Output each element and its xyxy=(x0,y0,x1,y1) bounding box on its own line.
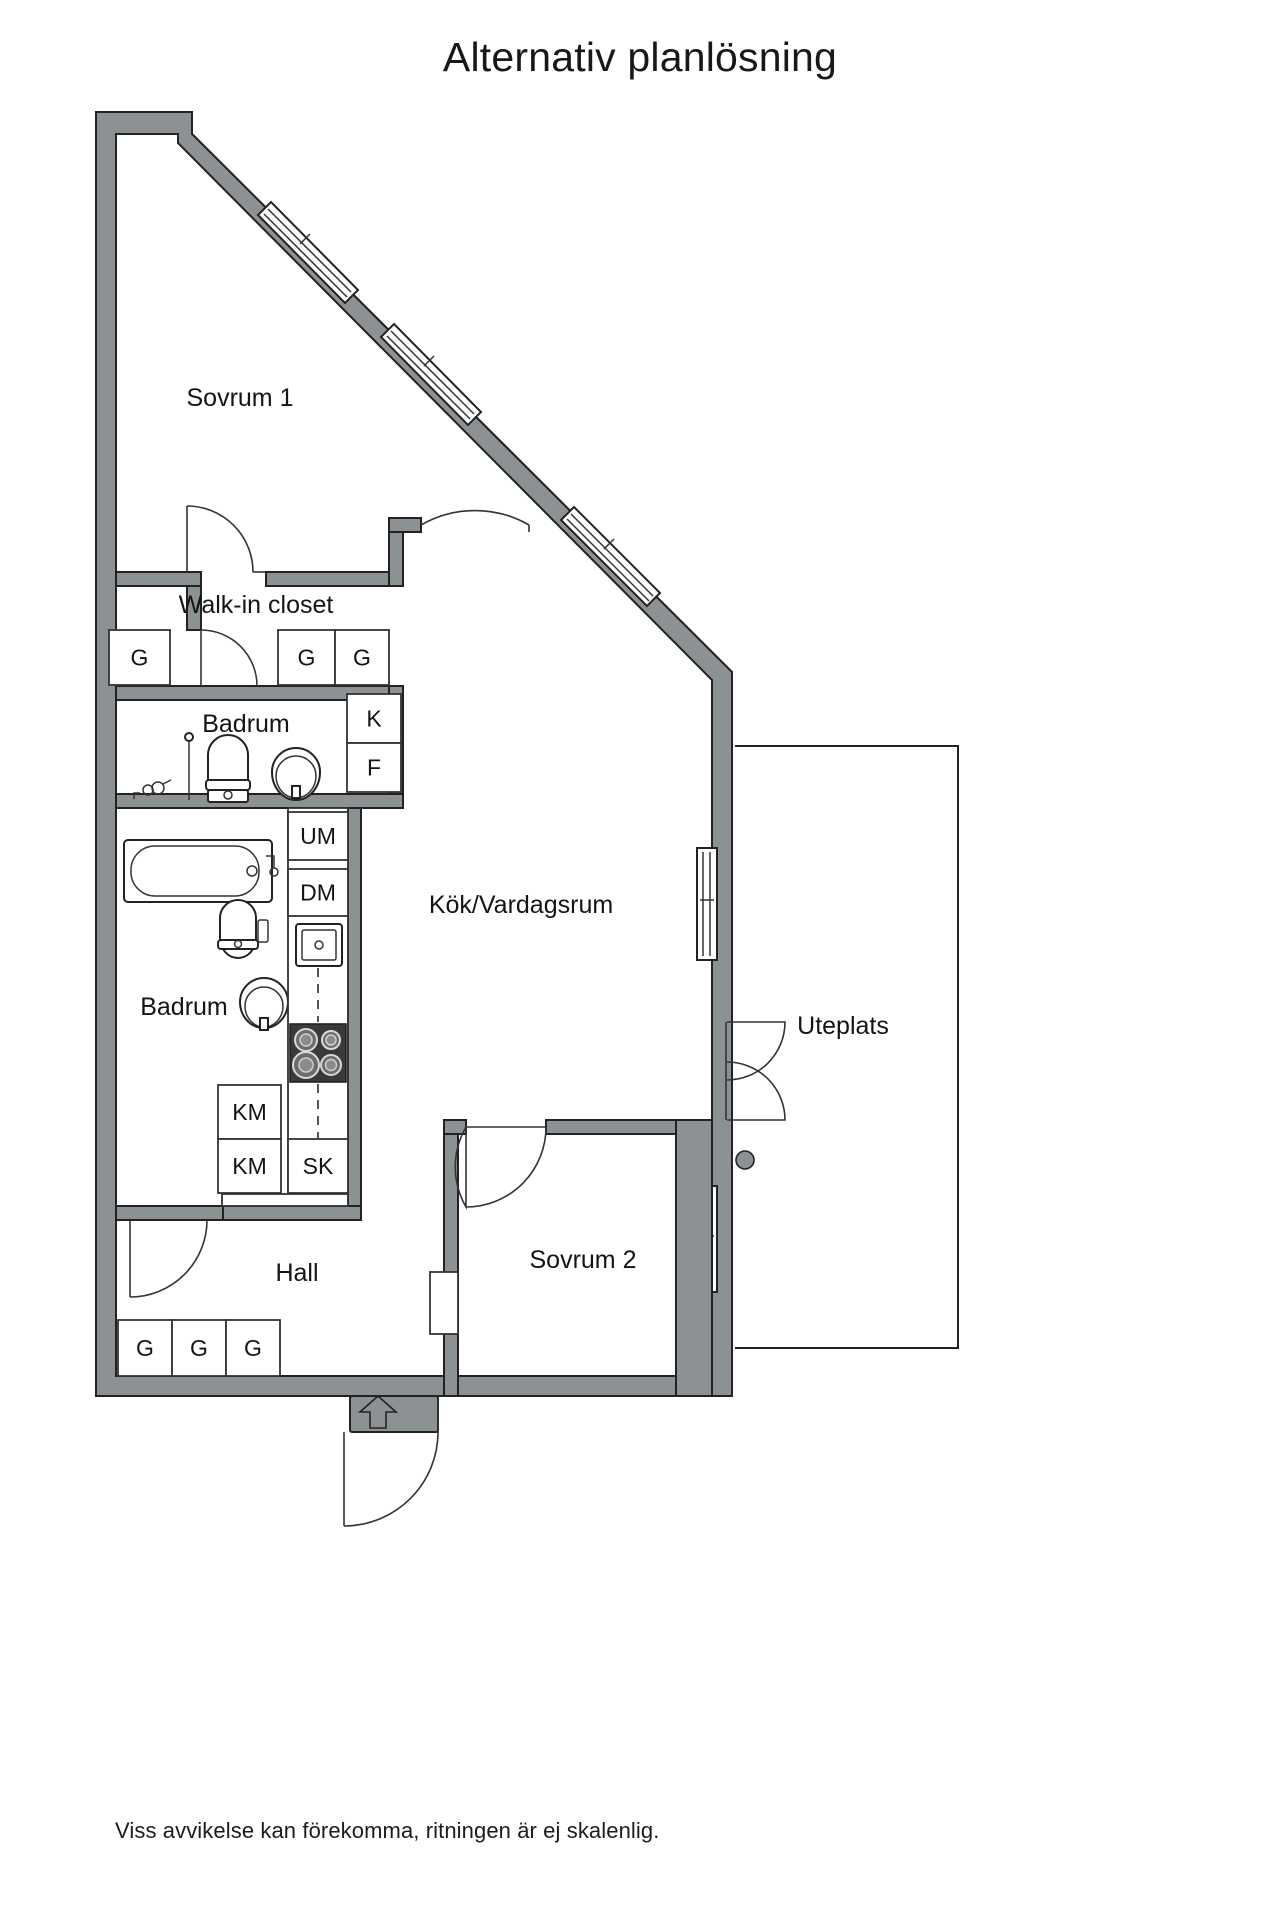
appliance-box-washer-km-top: KM xyxy=(217,1084,282,1140)
box-outline xyxy=(346,693,402,744)
appliance-box-fridge-k: K xyxy=(346,693,402,744)
room-label-kok-vardagsrum: Kök/Vardagsrum xyxy=(429,891,613,919)
box-label: KM xyxy=(232,1153,267,1179)
appliance-box-cabinet-sk: SK xyxy=(287,1138,349,1194)
appliance-box-hall-g-3: G xyxy=(225,1319,281,1377)
box-outline xyxy=(171,1319,227,1377)
box-label: G xyxy=(136,1335,154,1361)
tap-detail-icon xyxy=(133,779,172,799)
door-badrum-2[interactable] xyxy=(129,1219,208,1298)
door-walk-in-closet[interactable] xyxy=(200,629,258,687)
appliance-box-hall-g-1: G xyxy=(117,1319,173,1377)
box-outline xyxy=(334,629,390,686)
window-diagonal-2 xyxy=(379,322,483,427)
box-label: UM xyxy=(300,823,336,849)
box-label: F xyxy=(367,755,381,781)
box-label: DM xyxy=(300,880,336,906)
window-diagonal-1 xyxy=(256,200,360,305)
room-label-sovrum-1: Sovrum 1 xyxy=(187,384,294,412)
terrace-door-pair xyxy=(725,1021,786,1121)
room-label-badrum-1: Badrum xyxy=(202,710,290,738)
box-outline xyxy=(225,1319,281,1377)
appliance-box-closet-g-left: G xyxy=(108,629,171,686)
door-sovrum-2[interactable] xyxy=(454,1126,547,1210)
kitchen-sink-icon xyxy=(295,923,343,967)
box-label: G xyxy=(298,645,316,671)
bathtub-icon xyxy=(123,839,279,903)
stove-icon xyxy=(289,1023,347,1083)
box-label: G xyxy=(353,645,371,671)
appliance-box-closet-g-mid: G xyxy=(277,629,336,686)
box-outline xyxy=(346,742,402,793)
appliance-box-freezer-f: F xyxy=(346,742,402,793)
wall-fixture-dot xyxy=(735,1150,755,1170)
box-label: KM xyxy=(232,1099,267,1125)
sink-icon xyxy=(270,747,322,801)
room-label-sovrum-2: Sovrum 2 xyxy=(530,1246,637,1274)
box-outline xyxy=(287,868,349,917)
appliance-box-oven-um: UM xyxy=(287,811,349,861)
interior-fill xyxy=(116,134,712,1376)
badrum-1-fixtures xyxy=(133,732,322,803)
appliance-box-dishwasher-dm: DM xyxy=(287,868,349,917)
door-kok-top[interactable] xyxy=(420,509,530,532)
appliance-boxes: G G G KF UM DM KM KM SK G G G xyxy=(108,629,402,1377)
entrance-door[interactable] xyxy=(343,1394,439,1527)
door-sovrum-1[interactable] xyxy=(186,505,266,573)
toilet-icon xyxy=(205,734,251,803)
box-label: SK xyxy=(303,1153,334,1179)
box-outline xyxy=(287,811,349,861)
box-label: G xyxy=(244,1335,262,1361)
badrum-2-fixtures xyxy=(123,839,290,1031)
appliance-box-hall-g-2: G xyxy=(171,1319,227,1377)
box-outline xyxy=(287,1138,349,1194)
appliance-box-closet-g-right: G xyxy=(334,629,390,686)
box-outline xyxy=(217,1138,282,1194)
uteplats-outline xyxy=(735,745,959,1349)
page-title: Alternativ planlösning xyxy=(442,34,838,80)
box-outline xyxy=(108,629,171,686)
disclaimer-text: Viss avvikelse kan förekomma, ritningen … xyxy=(115,1818,660,1843)
room-label-uteplats: Uteplats xyxy=(797,1012,889,1040)
toilet-icon-2 xyxy=(217,899,269,959)
room-label-badrum-2: Badrum xyxy=(140,993,228,1021)
window-right-kitchen xyxy=(696,847,718,961)
interior-walls xyxy=(115,517,713,1397)
room-label-walk-in-closet: Walk-in closet xyxy=(179,591,334,619)
box-label: G xyxy=(131,645,149,671)
box-outline xyxy=(277,629,336,686)
appliance-box-dryer-km-bottom: KM xyxy=(217,1138,282,1194)
room-label-hall: Hall xyxy=(275,1259,318,1287)
closet-sovrum2-left xyxy=(429,1271,459,1335)
box-outline xyxy=(117,1319,173,1377)
box-outline xyxy=(217,1084,282,1140)
window-diagonal-3 xyxy=(559,505,662,608)
box-label: G xyxy=(190,1335,208,1361)
box-label: K xyxy=(366,706,382,732)
